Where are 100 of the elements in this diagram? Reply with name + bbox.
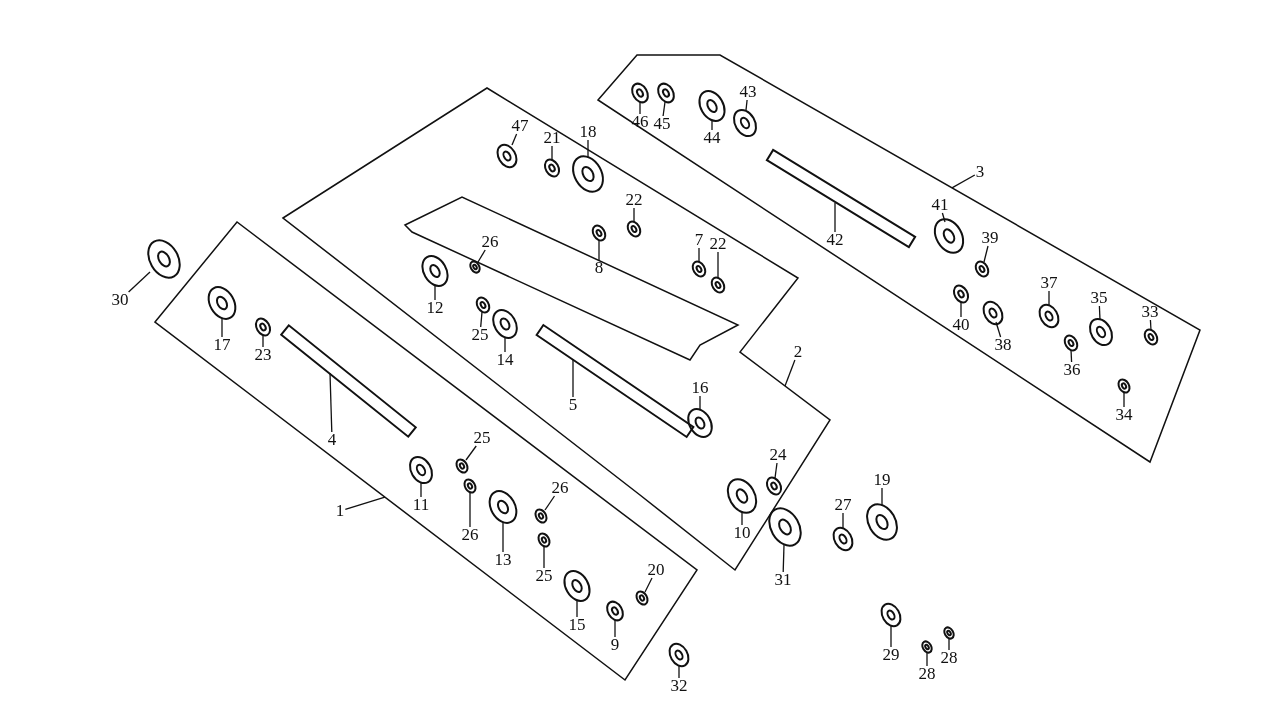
- callout-number: 4: [327, 431, 337, 449]
- gear-part-drawing: [933, 218, 965, 254]
- callout-number: 10: [733, 524, 751, 542]
- callout-number: 1: [335, 502, 345, 520]
- callout-number: 37: [1040, 274, 1058, 292]
- leader-line: [784, 359, 796, 387]
- leader-line: [711, 119, 713, 131]
- leader-line: [698, 247, 700, 263]
- gear-part-drawing: [1144, 328, 1159, 346]
- callout-number: 26: [481, 233, 499, 251]
- gear-part-drawing: [635, 590, 649, 606]
- leader-line: [572, 358, 574, 398]
- leader-line: [639, 101, 641, 115]
- gear-part-drawing: [606, 600, 624, 622]
- leader-line: [881, 487, 883, 506]
- gear-part-drawing: [534, 508, 548, 524]
- callout-number: 31: [774, 571, 792, 589]
- gear-part-drawing: [563, 569, 591, 602]
- gear-part-drawing: [543, 158, 561, 178]
- leader-line: [598, 239, 600, 261]
- callout-number: 42: [826, 231, 844, 249]
- gear-part-drawing: [207, 285, 237, 320]
- leader-line: [842, 512, 844, 529]
- leader-line: [221, 317, 223, 338]
- callout-number: 47: [511, 117, 529, 135]
- gear-part-drawing: [921, 640, 933, 654]
- gear-part-drawing: [880, 603, 902, 628]
- callout-number: 21: [543, 129, 561, 147]
- gear-part-drawing: [537, 532, 551, 548]
- shaft-drawing: [765, 148, 917, 249]
- callout-number: 18: [579, 123, 597, 141]
- leader-line: [926, 651, 928, 667]
- gear-part-drawing: [409, 455, 433, 484]
- callout-number: 26: [461, 526, 479, 544]
- callout-number: 28: [940, 649, 958, 667]
- callout-number: 3: [975, 163, 985, 181]
- callout-number: 15: [568, 616, 586, 634]
- leader-line: [983, 245, 989, 263]
- gear-part-drawing: [952, 284, 970, 304]
- callout-number: 34: [1115, 406, 1133, 424]
- callout-number: 45: [653, 115, 671, 133]
- callout-number: 24: [769, 446, 787, 464]
- gear-part-drawing: [626, 220, 642, 238]
- gear-part-drawing: [866, 503, 898, 541]
- callout-number: 12: [426, 299, 444, 317]
- gear-part-drawing: [1063, 334, 1078, 352]
- callout-number: 25: [473, 429, 491, 447]
- gear-part-drawing: [698, 89, 726, 122]
- callout-number: 33: [1141, 303, 1159, 321]
- gear-part-drawing: [732, 108, 757, 137]
- callout-number: 13: [494, 551, 512, 569]
- callout-number: 2: [793, 343, 803, 361]
- gear-part-drawing: [668, 643, 690, 668]
- gear-part-drawing: [710, 276, 726, 294]
- gear-part-drawing: [943, 626, 955, 640]
- leader-line: [127, 271, 151, 293]
- gear-part-drawing: [421, 254, 449, 287]
- leader-line: [544, 495, 556, 511]
- leader-line: [480, 311, 483, 328]
- callout-number: 41: [931, 196, 949, 214]
- gear-part-drawing: [463, 478, 477, 494]
- gear-part-drawing: [631, 82, 649, 104]
- leader-line: [511, 133, 518, 146]
- callout-number: 5: [568, 396, 578, 414]
- leader-line: [551, 145, 553, 161]
- callout-number: 17: [213, 336, 231, 354]
- leader-line: [890, 625, 892, 648]
- leader-line: [477, 249, 486, 263]
- gear-part-drawing: [974, 261, 990, 278]
- leader-line: [941, 212, 946, 223]
- callout-number: 22: [709, 235, 727, 253]
- callout-number: 26: [551, 479, 569, 497]
- leader-line: [662, 101, 666, 117]
- shaft-drawing: [535, 323, 695, 439]
- leader-line: [644, 577, 653, 593]
- gear-part-drawing: [765, 476, 782, 496]
- leader-line: [504, 336, 506, 353]
- callout-number: 19: [873, 471, 891, 489]
- leader-line: [951, 174, 976, 189]
- callout-number: 29: [882, 646, 900, 664]
- callout-number: 7: [694, 231, 704, 249]
- gear-part-drawing: [691, 260, 707, 278]
- callout-number: 20: [647, 561, 665, 579]
- gear-part-drawing: [982, 300, 1004, 325]
- leader-line: [434, 284, 436, 301]
- leader-line: [633, 207, 635, 223]
- leader-line: [614, 619, 616, 638]
- leader-line: [1149, 319, 1152, 331]
- gear-part-drawing: [832, 526, 854, 551]
- callout-number: 9: [610, 636, 620, 654]
- leader-line: [960, 301, 962, 318]
- leader-line: [782, 544, 785, 573]
- leader-line: [741, 511, 743, 526]
- gear-part-drawing: [1088, 318, 1113, 347]
- callout-number: 23: [254, 346, 272, 364]
- leader-line: [543, 545, 545, 569]
- callout-number: 43: [739, 83, 757, 101]
- leader-line: [699, 395, 701, 411]
- gear-part-drawing: [1117, 378, 1131, 394]
- gear-part-drawing: [469, 260, 481, 274]
